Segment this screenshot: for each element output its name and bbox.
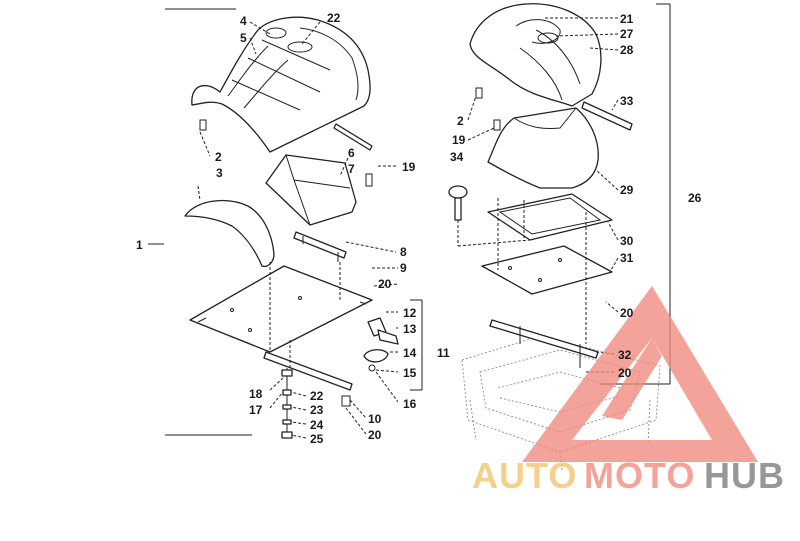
callout-20-d: 20 <box>618 366 632 380</box>
seat-base <box>184 199 275 268</box>
callout-8: 8 <box>400 245 407 259</box>
callout-6: 6 <box>348 146 355 160</box>
callout-21: 21 <box>620 12 634 26</box>
callout-22: 22 <box>327 11 341 25</box>
seat-frame <box>487 193 613 241</box>
right-assembly <box>448 3 671 471</box>
callout-28: 28 <box>620 43 634 57</box>
callout-2-right: 2 <box>457 114 464 128</box>
callout-26: 26 <box>688 191 702 205</box>
callout-19-right: 19 <box>452 133 466 147</box>
callout-20-b: 20 <box>368 428 382 442</box>
callout-32: 32 <box>618 348 632 362</box>
storage-box <box>265 154 357 226</box>
left-assembly <box>165 8 423 439</box>
seat-knob <box>448 185 468 221</box>
seat-cover <box>191 16 371 153</box>
callout-24: 24 <box>310 418 324 432</box>
callout-22-lower: 22 <box>310 389 324 403</box>
hardware-stack <box>281 368 293 439</box>
callout-20-a: 20 <box>378 277 392 291</box>
callout-15: 15 <box>403 366 417 380</box>
callout-33: 33 <box>620 94 634 108</box>
callout-5: 5 <box>240 31 247 45</box>
callout-1: 1 <box>136 238 143 252</box>
callout-20-c: 20 <box>620 306 634 320</box>
base-plate <box>189 265 373 353</box>
watermark-text-auto: AUTO <box>472 455 577 496</box>
callout-12: 12 <box>403 306 417 320</box>
callout-13: 13 <box>403 322 417 336</box>
watermark-text-hub: HUB <box>704 455 785 496</box>
callout-23: 23 <box>310 403 324 417</box>
callout-3: 3 <box>216 166 223 180</box>
seat-pan <box>481 245 613 295</box>
callouts: 1 2 2 3 4 5 6 7 8 9 10 11 12 13 14 15 16… <box>136 11 702 446</box>
callout-10: 10 <box>368 412 382 426</box>
seat-top <box>469 3 602 107</box>
callout-14: 14 <box>403 346 417 360</box>
callout-30: 30 <box>620 234 634 248</box>
callout-11: 11 <box>437 346 450 360</box>
callout-7: 7 <box>348 162 355 176</box>
watermark: AUTO MOTO HUB <box>472 286 785 496</box>
callout-19: 19 <box>402 160 416 174</box>
callout-4: 4 <box>240 14 247 28</box>
callout-18: 18 <box>249 387 263 401</box>
left-leader-lines <box>148 21 399 439</box>
watermark-logo-icon <box>522 286 758 462</box>
right-leader-lines <box>467 17 619 373</box>
callout-2: 2 <box>215 150 222 164</box>
callout-29: 29 <box>620 183 634 197</box>
callout-16: 16 <box>403 397 417 411</box>
callout-31: 31 <box>620 251 634 265</box>
watermark-text-moto: MOTO <box>584 455 695 496</box>
seat-foam <box>487 107 599 189</box>
callout-25: 25 <box>310 432 324 446</box>
callout-27: 27 <box>620 27 634 41</box>
callout-34: 34 <box>450 150 464 164</box>
callout-9: 9 <box>400 261 407 275</box>
callout-17: 17 <box>249 403 263 417</box>
